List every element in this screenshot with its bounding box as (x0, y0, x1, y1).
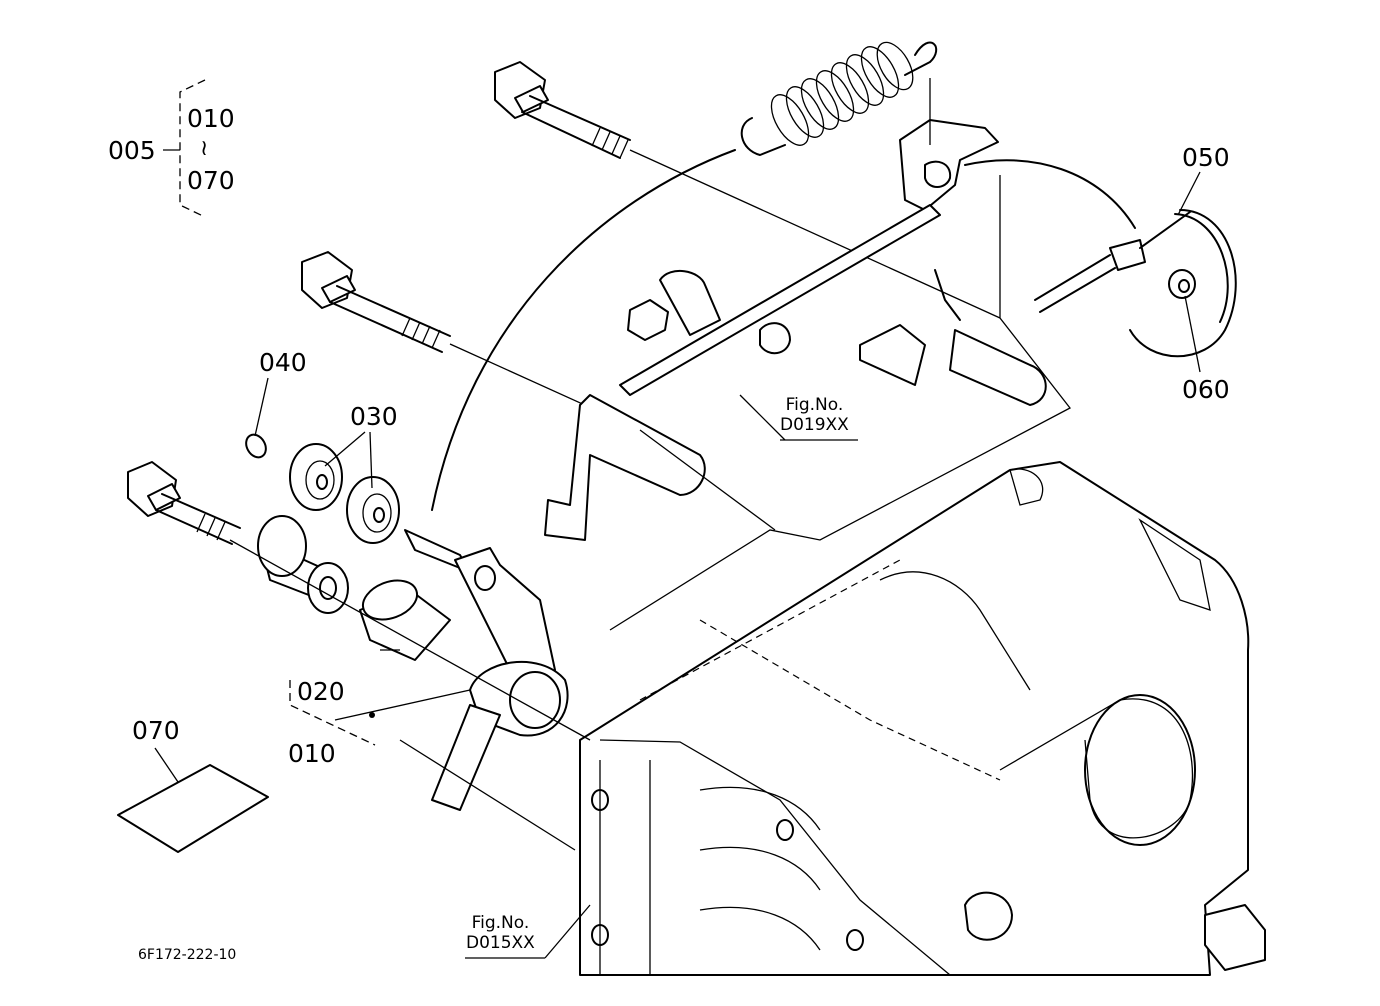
label-030: 030 (350, 402, 398, 431)
lower-bolt (127, 461, 241, 545)
label-070: 070 (132, 716, 180, 745)
drawing-code: 6F172-222-10 (138, 947, 237, 963)
label-040: 040 (259, 348, 307, 377)
fig-ref-d015xx: Fig.No. D015XX (466, 913, 535, 954)
assembly-bracket (163, 79, 206, 218)
tension-spring (740, 41, 938, 156)
middle-bolt (301, 251, 641, 431)
assy-dot (369, 712, 375, 718)
tie-path-arc (964, 159, 1136, 229)
lever-bracket-assembly (544, 119, 1071, 631)
snap-ring (245, 433, 267, 459)
lever-arm (404, 529, 569, 811)
label-020: 020 (297, 677, 345, 706)
fig-ref-d019xx-line1: Fig.No. (785, 395, 844, 415)
label-tag (117, 764, 269, 853)
label-060: 060 (1182, 375, 1230, 404)
fig-ref-d015xx-line2: D015XX (466, 933, 535, 954)
cable-clip (1168, 269, 1196, 299)
bushing (359, 579, 451, 661)
leader-lines (334, 649, 576, 851)
spring-path-arc (431, 149, 736, 511)
label-005: 005 (108, 136, 156, 165)
assembly-axis (229, 539, 591, 741)
fig-ref-d015xx-line1: Fig.No. (471, 913, 530, 933)
label-range-sep: ≀ (200, 136, 209, 161)
cable-tie (1034, 209, 1237, 358)
label-leaders (154, 78, 1201, 959)
upper-bolt (494, 61, 1001, 319)
label-range-from: 010 (187, 104, 235, 133)
fig-ref-d019xx: Fig.No. D019XX (780, 395, 849, 436)
label-010: 010 (288, 739, 336, 768)
fig-ref-d019xx-line2: D019XX (780, 415, 849, 436)
label-range-to: 070 (187, 166, 235, 195)
bearing-2 (346, 476, 400, 544)
bearing-1 (289, 443, 343, 511)
label-050: 050 (1182, 143, 1230, 172)
transmission-housing (579, 461, 1266, 976)
